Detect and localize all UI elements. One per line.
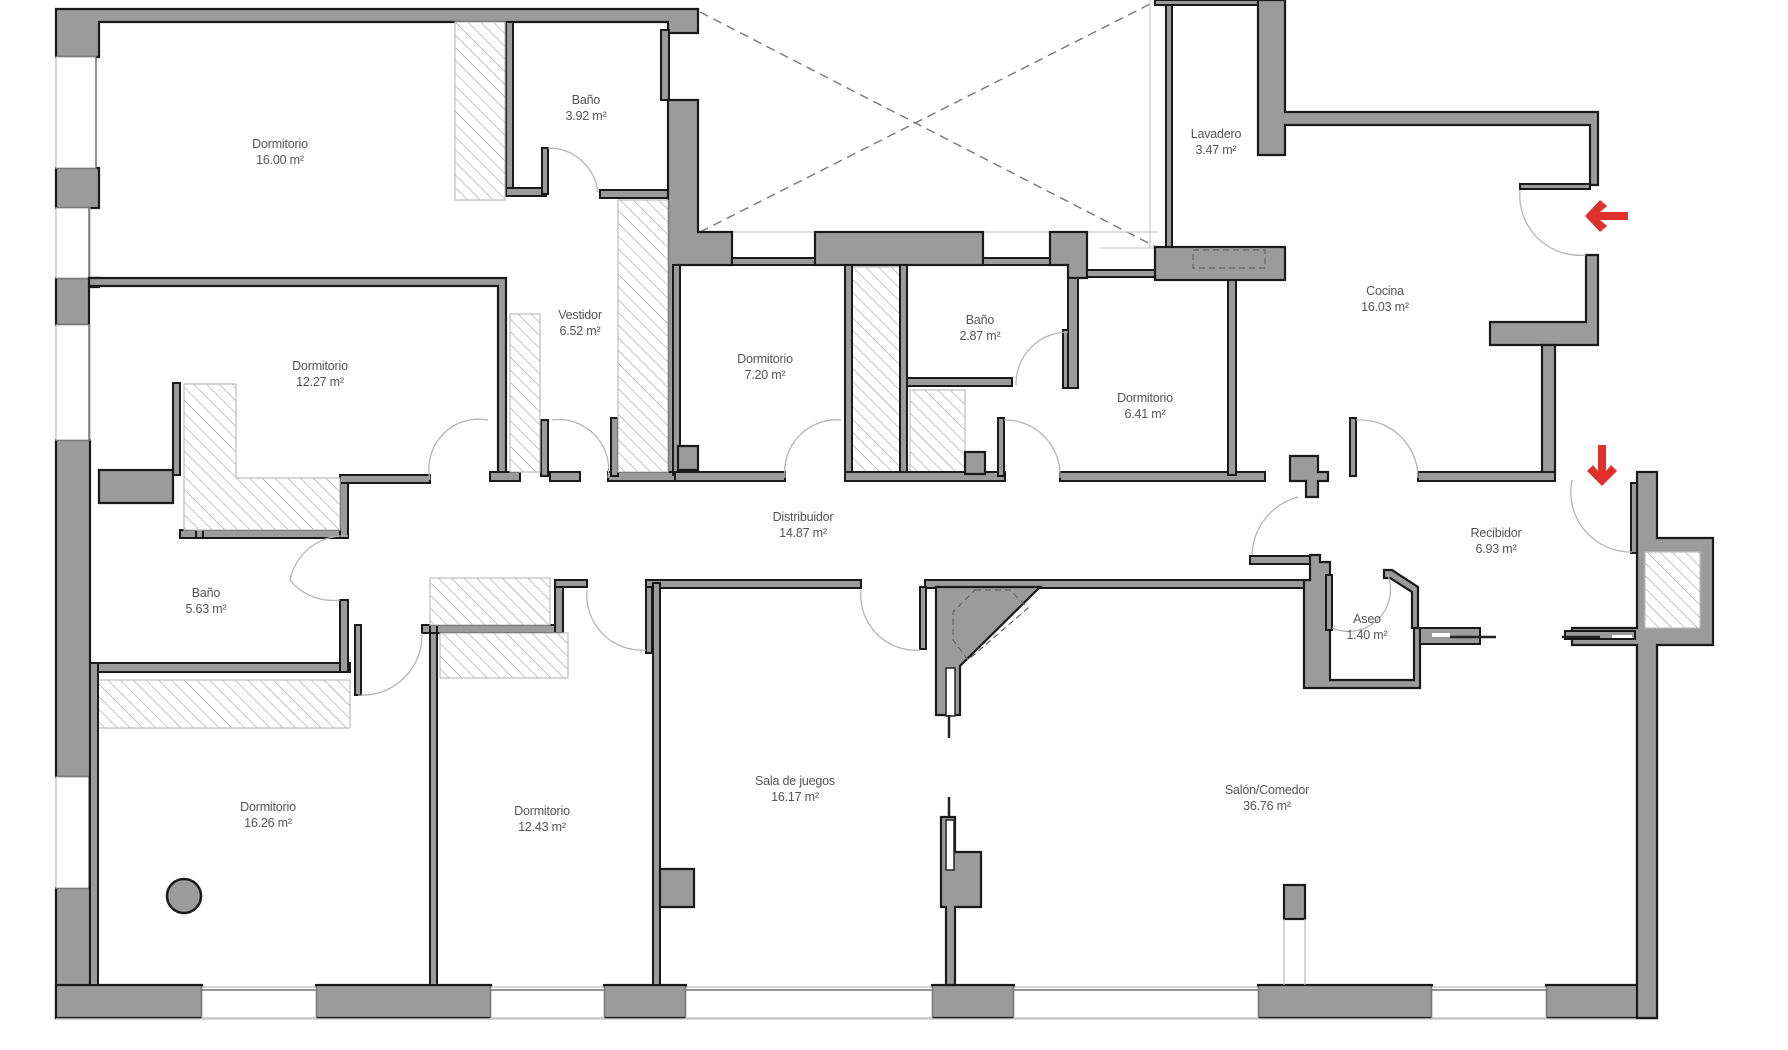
room-name: Vestidor xyxy=(558,308,602,322)
walls-lower xyxy=(89,632,438,986)
room-name: Aseo xyxy=(1353,612,1381,626)
storage-hatches xyxy=(183,21,966,531)
room-label-salon-comedor: Salón/Comedor 36.76 m² xyxy=(1225,782,1309,814)
room-area: 7.20 m² xyxy=(744,368,786,382)
exterior-walls xyxy=(54,7,1659,1020)
room-name: Dormitorio xyxy=(292,359,348,373)
room-label-dormitorio-3: Dormitorio 7.20 m² xyxy=(737,351,793,383)
room-label-cocina: Cocina 16.03 m² xyxy=(1361,283,1409,315)
room-name: Dormitorio xyxy=(514,804,570,818)
room-label-bano-1: Baño 3.92 m² xyxy=(566,92,607,124)
room-area: 6.41 m² xyxy=(1124,407,1166,421)
room-label-vestidor: Vestidor 6.52 m² xyxy=(558,307,602,339)
walls-upper-middle xyxy=(672,230,1266,482)
room-area: 5.63 m² xyxy=(185,602,227,616)
room-name: Baño xyxy=(191,586,221,600)
room-area: 16.26 m² xyxy=(244,816,292,830)
room-label-bano-3: Baño 5.63 m² xyxy=(186,585,227,617)
storage-hatches-mid xyxy=(91,577,569,729)
room-name: Baño xyxy=(965,313,995,327)
room-label-dormitorio-4: Dormitorio 6.41 m² xyxy=(1117,390,1173,422)
room-label-recibidor: Recibidor 6.93 m² xyxy=(1470,525,1521,557)
walls-entrance xyxy=(1562,470,1715,1020)
room-name: Recibidor xyxy=(1470,526,1522,540)
door-swings xyxy=(289,147,1633,696)
room-name: Lavadero xyxy=(1190,127,1242,141)
walls-middle-band xyxy=(89,553,1496,987)
room-area: 2.87 m² xyxy=(959,329,1001,343)
arrow-down-icon xyxy=(1587,445,1617,486)
courtyard-void xyxy=(699,0,1159,249)
room-area: 12.43 m² xyxy=(518,820,566,834)
room-area: 6.52 m² xyxy=(559,324,601,338)
room-label-aseo: Aseo 1.40 m² xyxy=(1347,611,1388,643)
room-label-dormitorio-2: Dormitorio 12.27 m² xyxy=(292,358,348,390)
room-area: 12.27 m² xyxy=(296,375,344,389)
room-name: Dormitorio xyxy=(252,137,308,151)
room-name: Cocina xyxy=(1366,284,1404,298)
room-name: Baño xyxy=(571,93,601,107)
room-area: 36.76 m² xyxy=(1243,799,1291,813)
room-name: Salón/Comedor xyxy=(1224,783,1310,797)
room-area: 3.92 m² xyxy=(565,109,607,123)
room-area: 16.17 m² xyxy=(771,790,819,804)
room-name: Dormitorio xyxy=(737,352,793,366)
room-label-lavadero: Lavadero 3.47 m² xyxy=(1191,126,1242,158)
room-name: Dormitorio xyxy=(240,800,296,814)
room-label-dormitorio-5: Dormitorio 16.26 m² xyxy=(240,799,296,831)
room-area: 3.47 m² xyxy=(1195,143,1237,157)
room-name: Distribuidor xyxy=(772,510,834,524)
arrow-left-icon xyxy=(1585,200,1628,232)
room-name: Dormitorio xyxy=(1117,391,1173,405)
room-area: 16.03 m² xyxy=(1361,300,1409,314)
room-area: 16.00 m² xyxy=(256,153,304,167)
room-area: 1.40 m² xyxy=(1346,628,1388,642)
room-label-dormitorio-6: Dormitorio 12.43 m² xyxy=(514,803,570,835)
room-label-bano-2: Baño 2.87 m² xyxy=(960,312,1001,344)
room-area: 14.87 m² xyxy=(779,526,827,540)
room-label-dormitorio-1: Dormitorio 16.00 m² xyxy=(252,136,308,168)
room-label-distribuidor: Distribuidor 14.87 m² xyxy=(773,509,834,541)
room-label-sala-de-juegos: Sala de juegos 16.17 m² xyxy=(755,773,835,805)
room-name: Sala de juegos xyxy=(755,774,835,788)
room-area: 6.93 m² xyxy=(1475,542,1517,556)
